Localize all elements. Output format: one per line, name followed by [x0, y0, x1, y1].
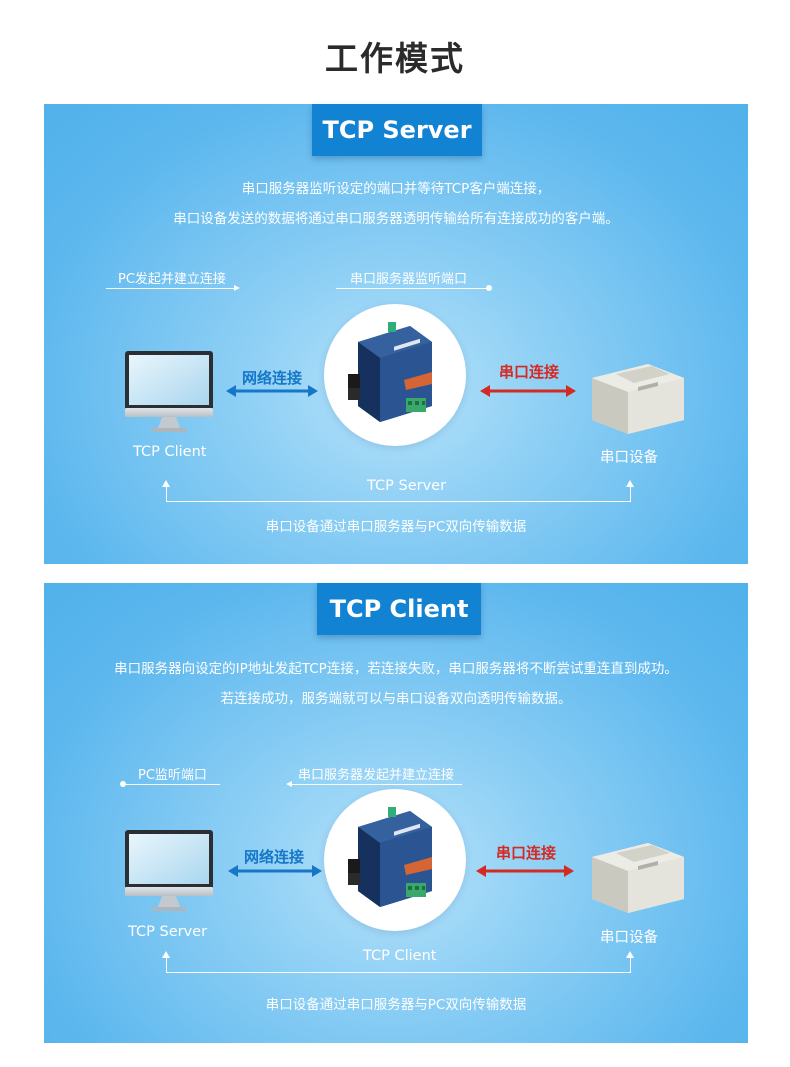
tcp-server-tab: TCP Server [312, 104, 482, 156]
server-top-left-line [106, 288, 234, 289]
server-desc-line1: 串口服务器监听设定的端口并等待TCP客户端连接， [241, 181, 551, 197]
client-network-double-arrow-icon [228, 865, 322, 877]
server-bracket-left-arrow-icon [162, 480, 170, 487]
client-top-right-label: 串口服务器发起并建立连接 [298, 768, 455, 783]
client-bracket-left-line [166, 957, 167, 973]
server-bottom-label: 串口设备通过串口服务器与PC双向传输数据 [265, 519, 527, 535]
server-device-circle [324, 304, 466, 446]
client-bracket-bottom-line [166, 972, 631, 973]
client-desc-line2: 若连接成功，服务端就可以与串口设备双向透明传输数据。 [220, 691, 572, 707]
client-bracket-right-arrow-icon [626, 951, 634, 958]
client-serial-double-arrow-icon [476, 865, 574, 877]
client-device-circle [324, 789, 466, 931]
server-network-double-arrow-icon [226, 385, 318, 397]
tcp-client-tab: TCP Client [317, 583, 481, 635]
client-bracket-left-arrow-icon [162, 951, 170, 958]
page-title: 工作模式 [325, 39, 465, 78]
server-bracket-bottom-line [166, 501, 631, 502]
server-network-link-label: 网络连接 [242, 369, 303, 387]
server-bracket-left-line [166, 486, 167, 502]
computer-monitor-icon [125, 351, 213, 432]
client-right-device-label: 串口设备 [600, 930, 658, 946]
server-bracket-right-line [630, 486, 631, 502]
server-serial-link-label: 串口连接 [499, 363, 560, 381]
server-top-right-line [336, 288, 488, 289]
server-top-right-dot [486, 285, 492, 291]
client-top-left-line [124, 784, 220, 785]
client-center-device-label: TCP Client [363, 948, 437, 964]
client-desc-line1: 串口服务器向设定的IP地址发起TCP连接，若连接失败，串口服务器将不断尝试重连直… [114, 661, 678, 677]
client-serial-link-label: 串口连接 [496, 844, 557, 862]
client-top-right-arrow-icon [286, 781, 292, 787]
client-bracket-right-line [630, 957, 631, 973]
receipt-printer-icon [592, 364, 684, 434]
serial-server-device-icon [348, 322, 432, 422]
client-top-right-line [292, 784, 462, 785]
client-top-left-label: PC监听端口 [138, 768, 207, 783]
server-top-left-label: PC发起并建立连接 [118, 272, 226, 287]
server-top-right-label: 串口服务器监听端口 [350, 272, 468, 287]
client-top-left-dot [120, 781, 126, 787]
client-left-device-label: TCP Server [128, 924, 208, 940]
server-left-device-label: TCP Client [133, 444, 207, 460]
tcp-client-panel: TCP Client 串口服务器向设定的IP地址发起TCP连接，若连接失败，串口… [44, 583, 748, 1043]
server-center-device-label: TCP Server [367, 478, 447, 494]
server-right-device-label: 串口设备 [600, 450, 658, 466]
server-serial-double-arrow-icon [480, 385, 576, 397]
client-network-link-label: 网络连接 [244, 848, 305, 866]
serial-server-device-icon [348, 807, 432, 907]
tcp-server-panel: TCP Server 串口服务器监听设定的端口并等待TCP客户端连接， 串口设备… [44, 104, 748, 564]
server-bracket-right-arrow-icon [626, 480, 634, 487]
computer-monitor-icon [125, 830, 213, 911]
client-bottom-label: 串口设备通过串口服务器与PC双向传输数据 [265, 997, 527, 1013]
server-top-left-arrow-icon [234, 285, 240, 291]
server-desc-line2: 串口设备发送的数据将通过串口服务器透明传输给所有连接成功的客户端。 [173, 211, 619, 227]
receipt-printer-icon [592, 843, 684, 913]
